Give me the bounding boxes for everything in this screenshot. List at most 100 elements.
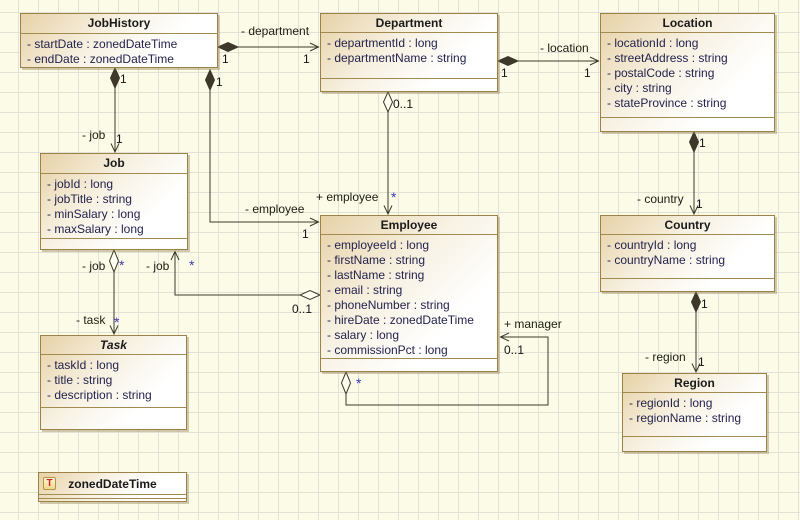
edge-jobhistory-job[interactable] xyxy=(109,66,121,154)
role-label-manager: + manager xyxy=(504,317,562,331)
class-title: Job xyxy=(41,154,187,174)
multiplicity: 0..1 xyxy=(393,97,414,111)
composition-diamond-icon xyxy=(496,55,520,67)
multiplicity: 1 xyxy=(303,52,310,66)
open-arrow-icon xyxy=(110,143,120,154)
class-title: Region xyxy=(623,374,766,393)
edge-department-employee[interactable] xyxy=(382,90,394,216)
class-title: Country xyxy=(601,216,774,235)
attribute-compartment: - locationId : long - streetAddress : st… xyxy=(601,33,774,117)
multiplicity: * xyxy=(119,257,125,273)
class-department[interactable]: Department - departmentId : long - depar… xyxy=(320,13,498,92)
operation-compartment xyxy=(601,117,774,131)
composition-diamond-icon xyxy=(688,130,700,154)
attribute: - regionName : string xyxy=(629,411,742,425)
multiplicity: * xyxy=(391,189,397,205)
edge-employee-job[interactable] xyxy=(170,250,322,301)
class-jobhistory[interactable]: JobHistory - startDate : zonedDateTime -… xyxy=(20,13,218,68)
multiplicity: 1 xyxy=(699,136,706,150)
role-label-country: - country xyxy=(637,192,684,206)
open-arrow-icon xyxy=(109,325,119,336)
multiplicity: 1 xyxy=(696,197,703,211)
multiplicity: * xyxy=(356,375,362,391)
attribute: - taskId : long xyxy=(47,358,120,372)
composition-diamond-icon xyxy=(109,66,121,90)
role-label-job: - job xyxy=(146,259,170,273)
role-label-job-source: - job xyxy=(82,259,106,273)
attribute: - endDate : zonedDateTime xyxy=(27,52,174,66)
attribute: - minSalary : long xyxy=(47,207,141,221)
attribute: - description : string xyxy=(47,388,152,402)
edge-department-location[interactable] xyxy=(496,55,600,67)
edge-location-country[interactable] xyxy=(688,130,700,216)
operation-compartment xyxy=(41,407,186,429)
class-location[interactable]: Location - locationId : long - streetAdd… xyxy=(600,13,775,132)
class-title: Employee xyxy=(321,216,497,235)
empty-compartment xyxy=(39,498,186,501)
multiplicity: * xyxy=(114,314,120,330)
open-arrow-icon xyxy=(689,205,699,216)
attribute-compartment: - regionId : long - regionName : string xyxy=(623,393,766,436)
edge-job-task[interactable] xyxy=(108,248,120,336)
class-title: Task xyxy=(41,336,186,355)
role-label-employee-plus: + employee xyxy=(316,190,379,204)
attribute: - streetAddress : string xyxy=(607,51,728,65)
attribute: - commissionPct : long xyxy=(327,343,448,357)
open-arrow-icon xyxy=(383,205,393,216)
class-task[interactable]: Task - taskId : long - title : string - … xyxy=(40,335,187,430)
role-label-employee: - employee xyxy=(245,202,305,216)
attribute: - hireDate : zonedDateTime xyxy=(327,313,474,327)
open-arrow-icon xyxy=(499,332,510,342)
edge-country-region[interactable] xyxy=(690,290,702,374)
role-label-task: - task xyxy=(76,313,106,327)
attribute-compartment: - employeeId : long - firstName : string… xyxy=(321,235,497,358)
multiplicity: 1 xyxy=(302,227,309,241)
composition-diamond-icon xyxy=(204,68,216,92)
multiplicity: 1 xyxy=(698,355,705,369)
class-job[interactable]: Job - jobId : long - jobTitle : string -… xyxy=(40,153,188,250)
multiplicity: 1 xyxy=(222,52,229,66)
multiplicity: 0..1 xyxy=(504,343,525,357)
edge-employee-manager[interactable] xyxy=(340,332,549,406)
attribute: - salary : long xyxy=(327,328,400,342)
multiplicity: 1 xyxy=(216,75,223,89)
attribute: - maxSalary : long xyxy=(47,222,144,236)
class-title: Department xyxy=(321,14,497,33)
multiplicity: * xyxy=(189,257,195,273)
multiplicity: 0..1 xyxy=(292,302,313,316)
aggregation-diamond-icon xyxy=(108,248,120,274)
operation-compartment xyxy=(41,238,187,249)
class-title: Location xyxy=(601,14,774,33)
open-arrow-icon xyxy=(589,56,600,66)
multiplicity: 1 xyxy=(120,72,127,86)
aggregation-diamond-icon xyxy=(340,370,352,396)
attribute: - locationId : long xyxy=(607,36,699,50)
multiplicity: 1 xyxy=(701,297,708,311)
attribute-compartment: - taskId : long - title : string - descr… xyxy=(41,355,186,407)
multiplicity: 1 xyxy=(116,132,123,146)
open-arrow-icon xyxy=(309,42,320,52)
attribute: - city : string xyxy=(607,81,672,95)
attribute-compartment: - countryId : long - countryName : strin… xyxy=(601,235,774,278)
primitive-type-icon: T xyxy=(43,477,56,490)
edge-jobhistory-department[interactable] xyxy=(216,41,320,53)
primitive-zoneddatetime[interactable]: T zonedDateTime xyxy=(38,472,187,502)
empty-compartment xyxy=(39,494,186,498)
class-title: JobHistory xyxy=(21,14,217,34)
attribute: - firstName : string xyxy=(327,253,426,267)
attribute: - countryName : string xyxy=(607,253,726,267)
multiplicity: 1 xyxy=(501,66,508,80)
attribute: - jobId : long xyxy=(47,177,114,191)
attribute: - stateProvince : string xyxy=(607,96,727,110)
operation-compartment xyxy=(601,278,774,291)
edge-jobhistory-employee[interactable] xyxy=(204,68,320,227)
attribute: - startDate : zonedDateTime xyxy=(27,37,178,51)
class-employee[interactable]: Employee - employeeId : long - firstName… xyxy=(320,215,498,372)
class-country[interactable]: Country - countryId : long - countryName… xyxy=(600,215,775,292)
attribute: - lastName : string xyxy=(327,268,425,282)
open-arrow-icon xyxy=(170,250,180,261)
composition-diamond-icon xyxy=(690,290,702,314)
class-region[interactable]: Region - regionId : long - regionName : … xyxy=(622,373,767,452)
multiplicity: 1 xyxy=(584,66,591,80)
